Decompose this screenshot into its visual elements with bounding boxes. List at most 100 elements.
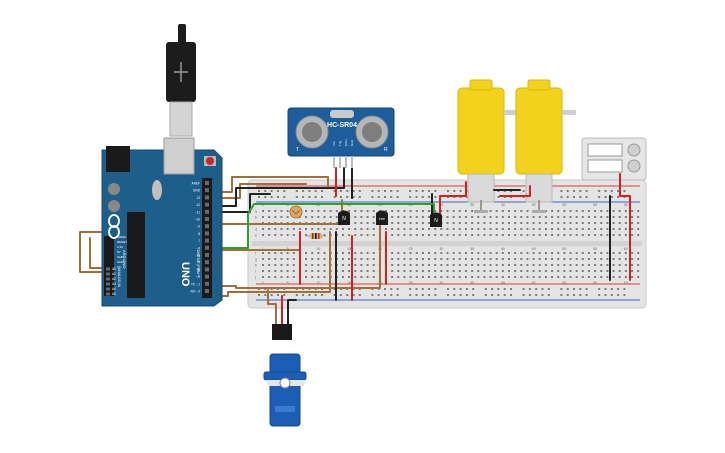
breadboard-hole[interactable] — [415, 270, 418, 272]
breadboard-hole[interactable] — [600, 216, 603, 218]
breadboard-hole[interactable] — [341, 276, 344, 278]
knob-icon[interactable] — [627, 143, 641, 157]
breadboard-hole[interactable] — [446, 210, 449, 212]
breadboard-hole[interactable] — [544, 276, 547, 278]
breadboard-hole[interactable] — [569, 210, 572, 212]
digital-pin[interactable] — [205, 209, 209, 214]
breadboard-hole[interactable] — [612, 222, 615, 224]
rail-hole[interactable] — [459, 294, 462, 296]
breadboard-hole[interactable] — [421, 234, 424, 236]
rail-hole[interactable] — [566, 294, 569, 296]
breadboard-hole[interactable] — [538, 252, 541, 254]
rail-hole[interactable] — [459, 288, 462, 290]
breadboard-hole[interactable] — [329, 216, 332, 218]
breadboard-hole[interactable] — [341, 234, 344, 236]
rail-hole[interactable] — [358, 190, 361, 192]
breadboard-hole[interactable] — [458, 270, 461, 272]
breadboard-hole[interactable] — [587, 258, 590, 260]
rail-hole[interactable] — [321, 190, 323, 192]
breadboard-hole[interactable] — [262, 276, 264, 278]
breadboard-hole[interactable] — [409, 228, 412, 230]
rail-hole[interactable] — [617, 190, 620, 192]
breadboard-hole[interactable] — [348, 210, 351, 212]
rail-hole[interactable] — [415, 288, 418, 290]
rail-hole[interactable] — [302, 190, 305, 192]
breadboard-hole[interactable] — [600, 234, 603, 236]
breadboard-hole[interactable] — [483, 258, 486, 260]
rail-hole[interactable] — [522, 288, 525, 290]
breadboard-hole[interactable] — [317, 228, 320, 230]
breadboard-hole[interactable] — [538, 258, 541, 260]
rail-hole[interactable] — [333, 196, 336, 198]
breadboard-hole[interactable] — [440, 264, 443, 266]
breadboard-hole[interactable] — [563, 252, 566, 254]
breadboard-hole[interactable] — [532, 264, 535, 266]
breadboard-hole[interactable] — [618, 234, 621, 236]
analog-pin[interactable] — [106, 292, 110, 296]
breadboard-hole[interactable] — [612, 270, 615, 272]
breadboard-hole[interactable] — [348, 234, 351, 236]
rail-hole[interactable] — [421, 288, 424, 290]
breadboard-hole[interactable] — [551, 228, 554, 230]
breadboard-hole[interactable] — [483, 264, 486, 266]
breadboard-hole[interactable] — [594, 216, 597, 218]
rail-hole[interactable] — [573, 196, 575, 198]
rail-hole[interactable] — [522, 294, 525, 296]
breadboard-hole[interactable] — [354, 210, 357, 212]
breadboard-hole[interactable] — [563, 276, 566, 278]
breadboard-hole[interactable] — [631, 216, 633, 218]
breadboard-hole[interactable] — [483, 252, 486, 254]
rail-hole[interactable] — [396, 294, 399, 296]
wire-red-motor2[interactable] — [499, 185, 531, 197]
breadboard-hole[interactable] — [594, 258, 597, 260]
breadboard-hole[interactable] — [262, 228, 264, 230]
breadboard-hole[interactable] — [372, 264, 375, 266]
rail-hole[interactable] — [308, 190, 311, 192]
breadboard-hole[interactable] — [464, 234, 467, 236]
breadboard-hole[interactable] — [372, 228, 375, 230]
rail-hole[interactable] — [270, 196, 273, 198]
rail-hole[interactable] — [295, 294, 298, 296]
breadboard-hole[interactable] — [495, 234, 498, 236]
breadboard-hole[interactable] — [532, 234, 535, 236]
breadboard-hole[interactable] — [514, 252, 517, 254]
breadboard-hole[interactable] — [612, 258, 615, 260]
rail-hole[interactable] — [396, 196, 399, 198]
rail-hole[interactable] — [321, 196, 323, 198]
breadboard-hole[interactable] — [581, 216, 584, 218]
breadboard-hole[interactable] — [575, 264, 578, 266]
rail-hole[interactable] — [276, 294, 279, 296]
breadboard-hole[interactable] — [403, 222, 406, 224]
breadboard-hole[interactable] — [557, 276, 560, 278]
breadboard-hole[interactable] — [274, 216, 277, 218]
breadboard-hole[interactable] — [434, 252, 437, 254]
rail-hole[interactable] — [428, 294, 431, 296]
digital-pin[interactable] — [205, 289, 209, 293]
breadboard-hole[interactable] — [501, 252, 504, 254]
rail-hole[interactable] — [390, 294, 393, 296]
breadboard-hole[interactable] — [305, 216, 308, 218]
rail-hole[interactable] — [308, 294, 311, 296]
breadboard-hole[interactable] — [551, 216, 554, 218]
breadboard-hole[interactable] — [360, 210, 363, 212]
rail-hole[interactable] — [409, 190, 412, 192]
breadboard-hole[interactable] — [631, 264, 633, 266]
breadboard-hole[interactable] — [606, 258, 609, 260]
breadboard-hole[interactable] — [501, 210, 504, 212]
rail-hole[interactable] — [409, 294, 412, 296]
breadboard-hole[interactable] — [631, 258, 633, 260]
breadboard-hole[interactable] — [458, 252, 461, 254]
breadboard-hole[interactable] — [563, 258, 566, 260]
breadboard-hole[interactable] — [360, 252, 363, 254]
rail-hole[interactable] — [497, 294, 500, 296]
breadboard-hole[interactable] — [305, 276, 308, 278]
breadboard-hole[interactable] — [587, 276, 590, 278]
breadboard-hole[interactable] — [274, 234, 277, 236]
rail-hole[interactable] — [623, 190, 626, 192]
breadboard-hole[interactable] — [544, 222, 547, 224]
breadboard-hole[interactable] — [372, 270, 375, 272]
breadboard-hole[interactable] — [268, 264, 271, 266]
rail-hole[interactable] — [535, 294, 538, 296]
breadboard-hole[interactable] — [563, 264, 566, 266]
